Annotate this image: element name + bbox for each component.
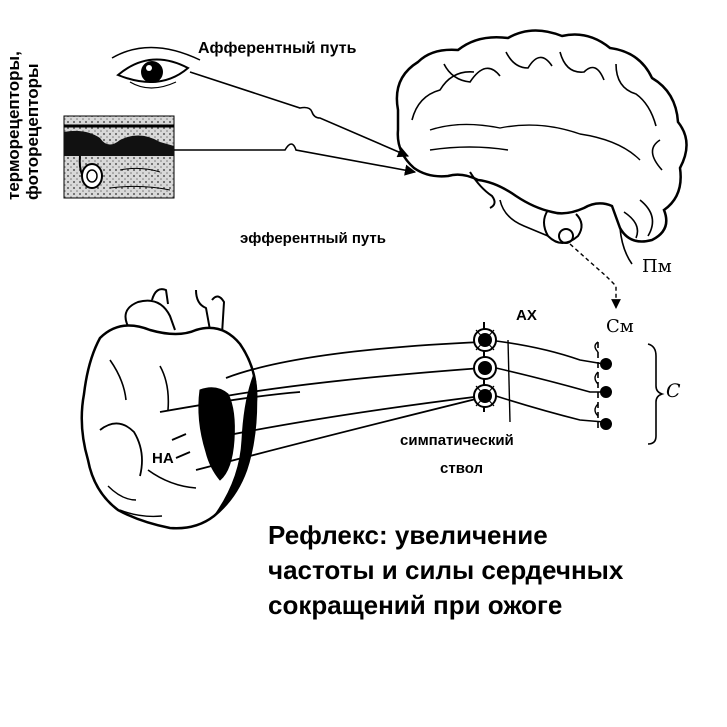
efferent-label: эфферентный путь [240,230,387,247]
ax-label: АХ [516,307,537,324]
receptor-label: терморецепторы, фоторецепторы [4,0,42,200]
c-label: С [666,380,681,402]
afferent-label: Афферентный путь [198,40,357,57]
sympathetic-ganglia [473,322,511,423]
sympathetic-trunk-label-line-1: симпатический [400,432,514,449]
sympathetic-fibres [159,341,483,471]
heart-icon [80,288,258,530]
brain-icon [395,29,688,265]
sympathetic-trunk-label-line-2: ствол [440,460,484,477]
receptor-label-line-1: терморецепторы, [4,51,23,200]
na-label: НА [152,450,174,467]
spinal-cord-segment [594,341,665,445]
caption-line-2: частоты и силы сердечных [268,555,624,585]
preganglionic-fibres [487,339,605,423]
caption-line-1: Рефлекс: увеличение [268,520,548,550]
skin-section-icon [63,115,175,199]
receptor-label-line-2: фоторецепторы [23,63,42,201]
sm-label: См [606,316,634,337]
descending-tract [569,243,621,309]
caption-line-3: сокращений при ожоге [268,590,563,620]
afferent-pathway [174,71,417,176]
reflex-caption: Рефлекс: увеличение частоты и силы серде… [268,518,708,623]
eye-icon [111,46,201,89]
pm-label: Пм [642,256,672,277]
